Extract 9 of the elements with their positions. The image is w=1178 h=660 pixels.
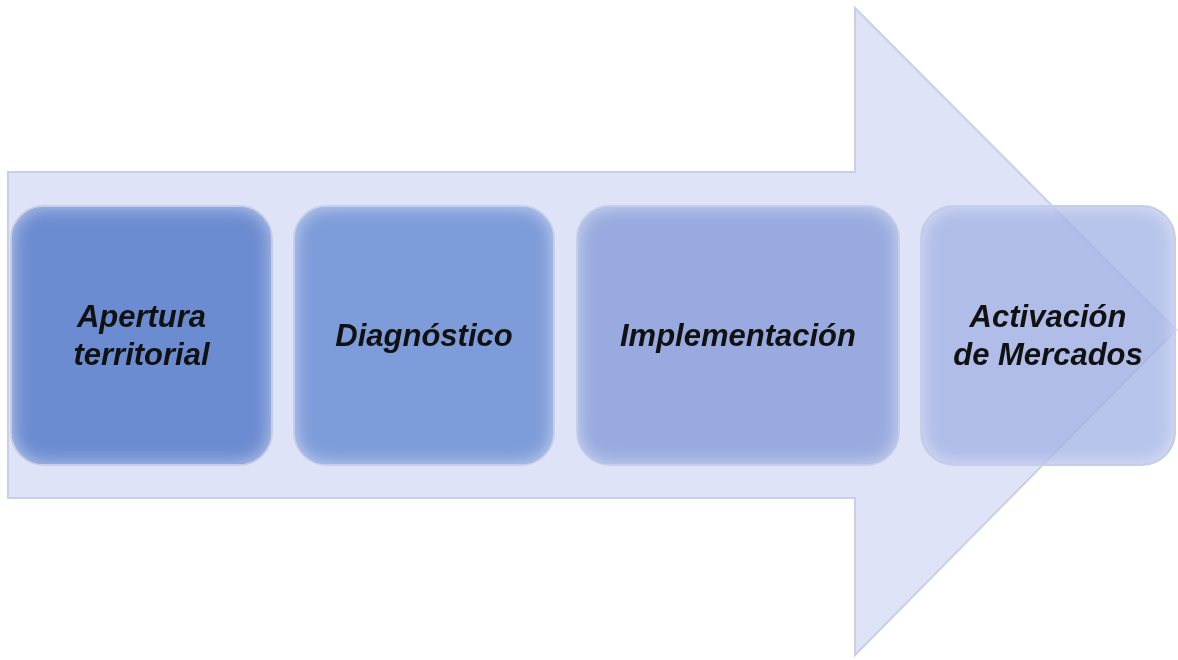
- step-label: Implementación: [620, 316, 856, 355]
- process-box: [920, 205, 1176, 466]
- step-label: Activación de Mercados: [952, 298, 1144, 373]
- process-box: [10, 205, 273, 466]
- step-label: Apertura territorial: [72, 298, 211, 373]
- block-arrow: [7, 7, 1177, 656]
- process-box: [576, 205, 900, 466]
- process-box: [293, 205, 555, 466]
- step-label: Diagnóstico: [335, 316, 513, 355]
